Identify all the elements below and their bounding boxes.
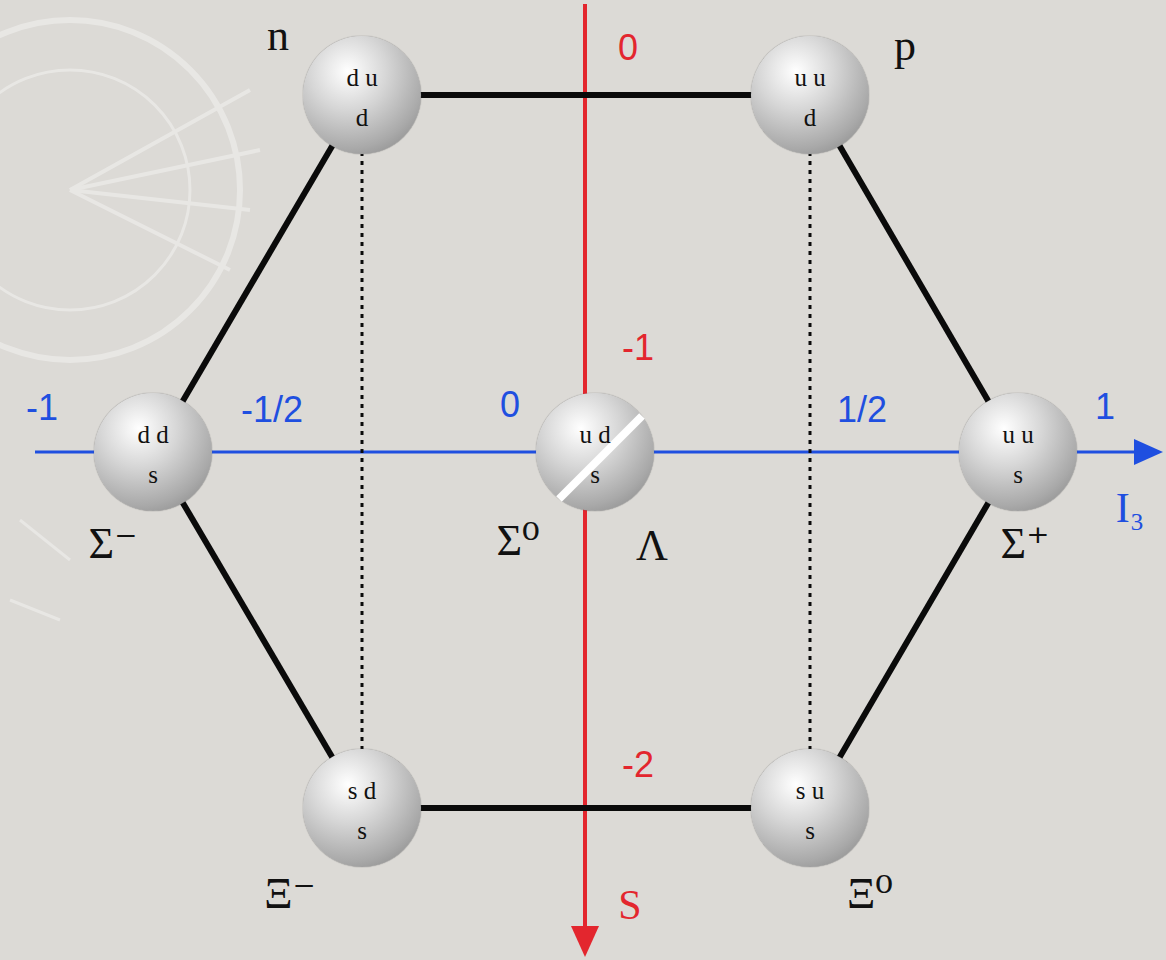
baryon-sphere: d u dn (303, 36, 421, 154)
i3-arrowhead (1134, 439, 1163, 465)
quark-content: u u s (999, 415, 1038, 495)
particle-name: p (894, 20, 916, 71)
hexagon-edge (419, 805, 753, 811)
axis-value: 0 (618, 27, 638, 69)
quark-content: u u d (791, 58, 830, 138)
axis-value: -1/2 (241, 389, 303, 431)
particle-name: Ξ⁰ (847, 867, 893, 919)
particle-name: n (267, 10, 289, 61)
watermark (0, 20, 260, 620)
quark-content: u d s (576, 415, 615, 495)
dotted-connector (361, 152, 364, 751)
hexagon-edge (182, 144, 333, 403)
hexagon-edge (839, 501, 989, 759)
axis-value: 1/2 (837, 389, 887, 431)
hexagon-edge (182, 501, 333, 759)
s-arrowhead (571, 926, 599, 957)
baryon-sphere: u d sΣ⁰Λ (536, 393, 654, 511)
baryon-sphere: d d sΣ⁻ (94, 393, 212, 511)
dotted-connector (809, 152, 812, 751)
mixing-stripe (536, 393, 654, 511)
particle-name: Σ⁰ (496, 514, 539, 566)
particle-name: Σ⁻ (89, 517, 138, 569)
quark-content: d d s (134, 415, 173, 495)
baryon-sphere: s d sΞ⁻ (303, 749, 421, 867)
quark-content: d u d (343, 58, 382, 138)
axis-value: S (618, 881, 641, 929)
stripe-line (559, 416, 642, 499)
quark-content: s d s (343, 771, 382, 851)
hexagon-edge (839, 144, 990, 403)
baryon-sphere: u u sΣ⁺ (959, 393, 1077, 511)
particle-name: Ξ⁻ (264, 867, 316, 919)
axis-value: -2 (622, 744, 654, 786)
axis-value: -1 (622, 327, 654, 369)
baryon-sphere: s u sΞ⁰ (751, 749, 869, 867)
axis-value: -1 (26, 387, 58, 429)
hexagon-edge (419, 92, 753, 98)
quark-content: s u s (791, 771, 830, 851)
axis-value: 0 (500, 384, 520, 426)
axis-value: I₃ (1116, 484, 1145, 532)
particle-name: Σ⁺ (1001, 517, 1050, 569)
axis-value: 1 (1095, 386, 1115, 428)
baryon-sphere: u u dp (751, 36, 869, 154)
particle-name: Λ (636, 520, 668, 571)
